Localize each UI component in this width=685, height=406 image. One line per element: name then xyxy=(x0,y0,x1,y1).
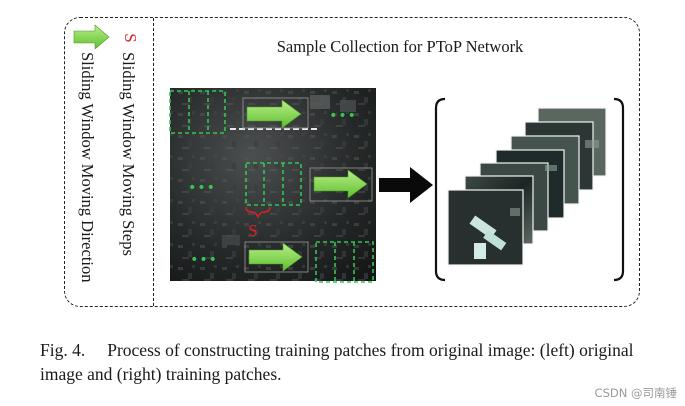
legend-arrow-icon xyxy=(74,25,109,49)
right-bracket-icon xyxy=(614,99,623,280)
ellipsis-2: ••• xyxy=(188,180,216,196)
figure-caption: Fig. 4.Process of constructing training … xyxy=(40,338,670,386)
legend-steps-symbol: S xyxy=(121,33,140,42)
watermark: CSDN @司南锤 xyxy=(595,385,677,401)
left-bracket-icon xyxy=(436,99,445,280)
transform-arrow-icon xyxy=(379,167,433,203)
step-marker: S xyxy=(248,221,257,240)
training-patches xyxy=(448,108,606,265)
caption-number: Fig. 4. xyxy=(40,340,85,360)
ellipsis-3: ••• xyxy=(190,252,218,268)
ellipsis-1: ••• xyxy=(329,108,357,124)
caption-text: Process of constructing training patches… xyxy=(40,340,634,384)
